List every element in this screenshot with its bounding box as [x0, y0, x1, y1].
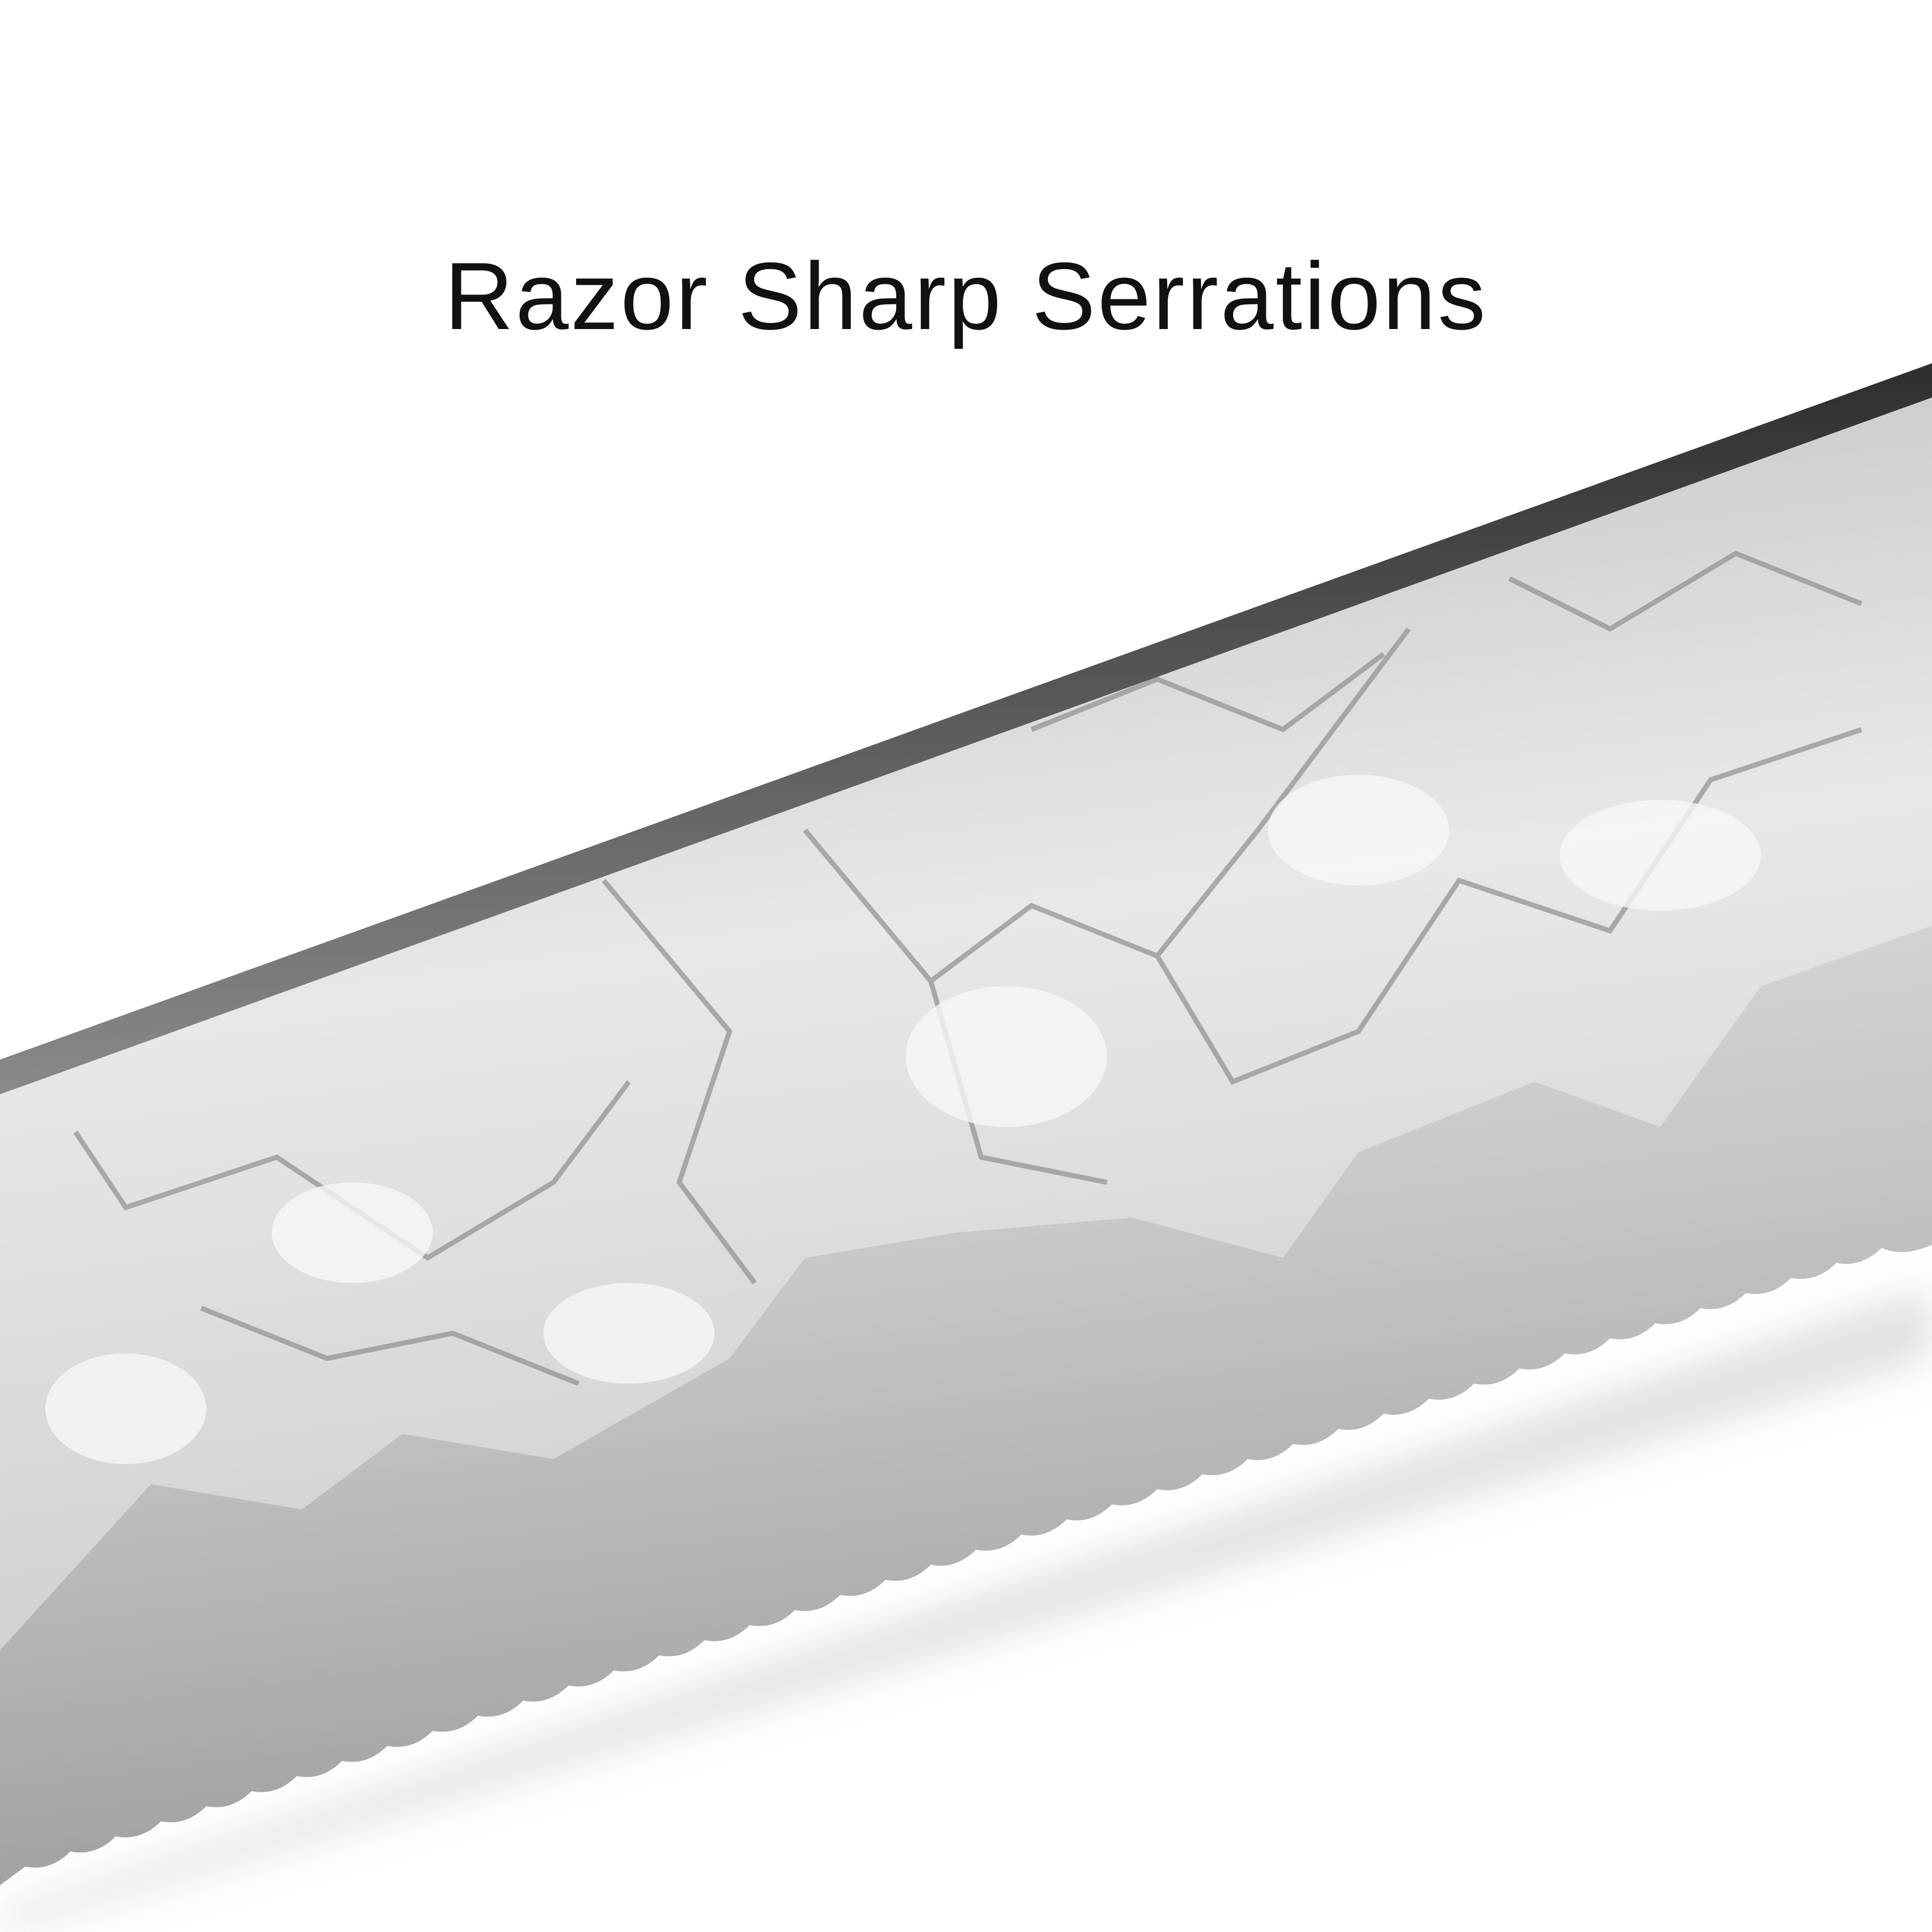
- blade-spine: [0, 363, 1932, 1094]
- headline: Razor Sharp Serrations: [444, 243, 1488, 350]
- blade-shadow: [0, 1288, 1932, 1932]
- hammer-highlights: [45, 775, 1761, 1464]
- blade-smooth-section: [0, 906, 1932, 1885]
